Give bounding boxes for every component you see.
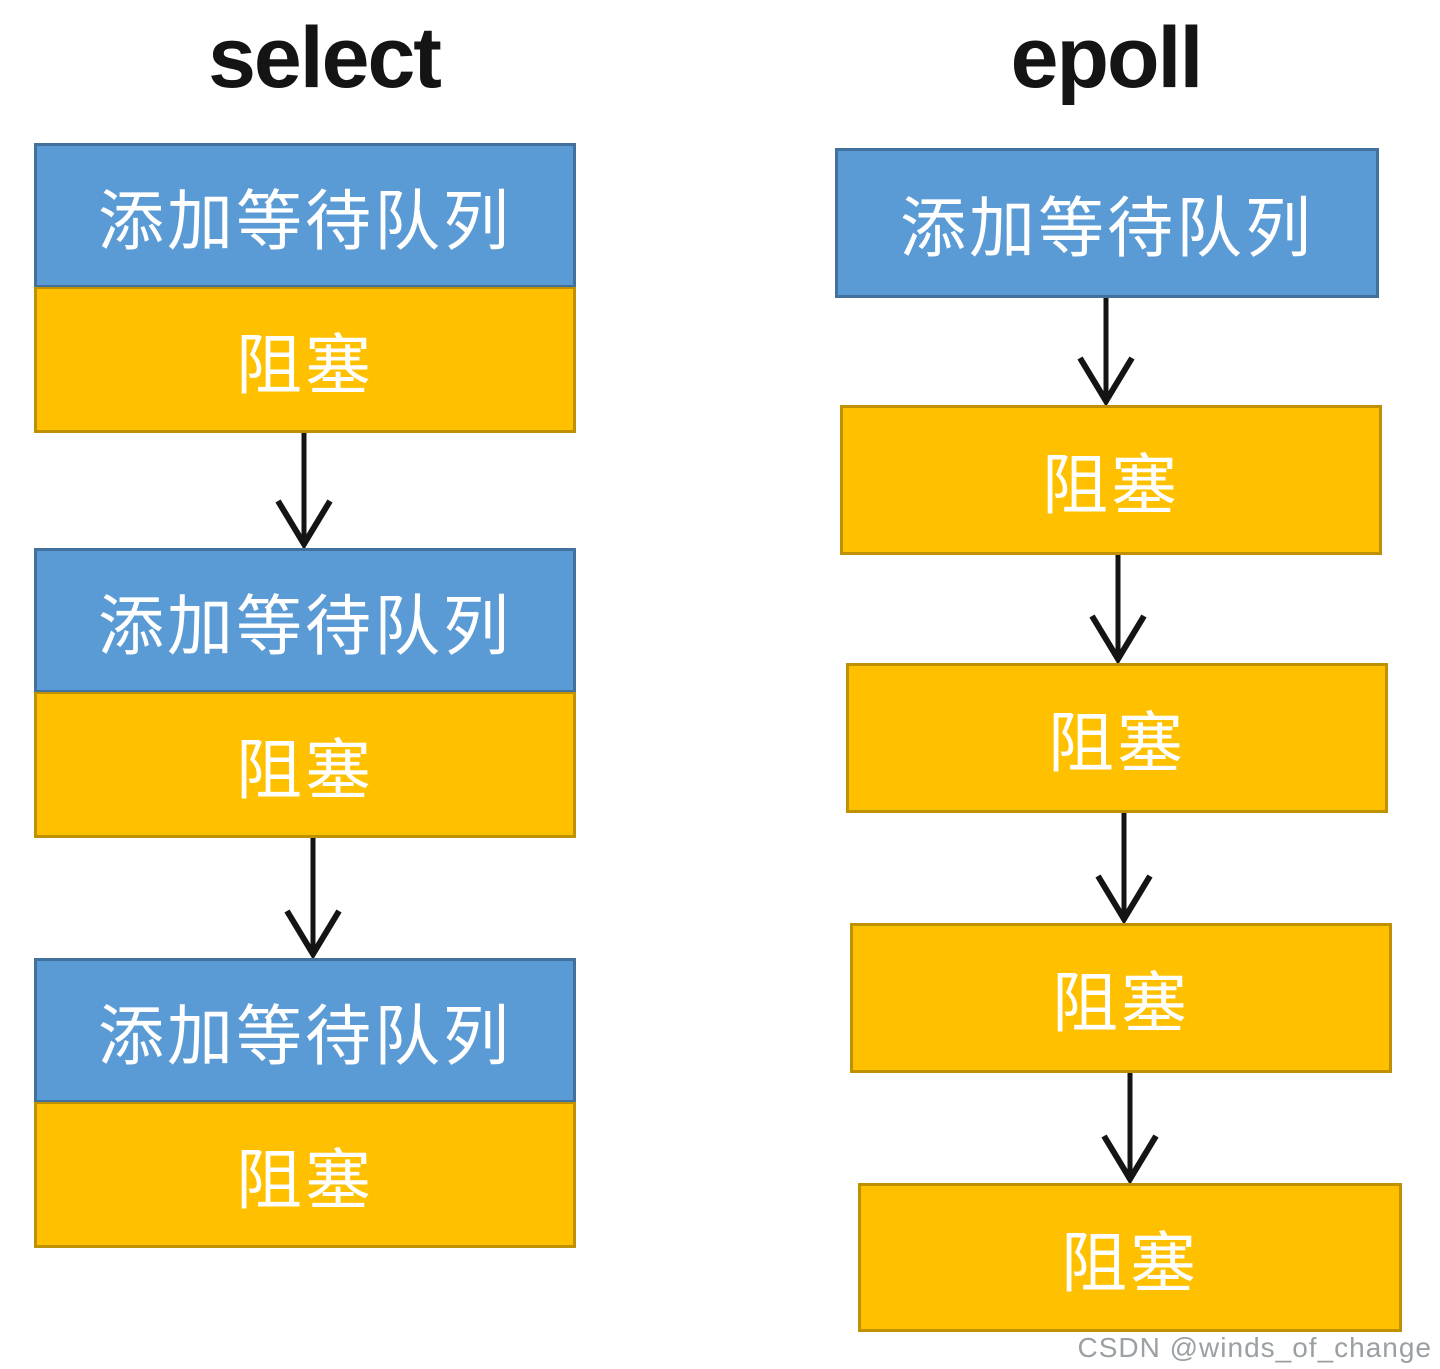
select-add-wait-queue-box-1: 添加等待队列 — [34, 143, 576, 287]
box-label: 添加等待队列 — [98, 998, 512, 1073]
box-label: 阻塞 — [1048, 706, 1186, 780]
epoll-block-box-3: 阻塞 — [850, 923, 1392, 1073]
box-label: 阻塞 — [1042, 448, 1180, 522]
arrow-down-icon — [1086, 555, 1150, 663]
select-block-box-2: 阻塞 — [34, 692, 576, 838]
select-add-wait-queue-box-2: 添加等待队列 — [34, 548, 576, 692]
box-label: 阻塞 — [236, 732, 374, 807]
box-label: 添加等待队列 — [98, 183, 512, 258]
arrow-down-icon — [1092, 813, 1156, 923]
select-add-wait-queue-box-3: 添加等待队列 — [34, 958, 576, 1102]
box-label: 添加等待队列 — [900, 191, 1314, 265]
epoll-add-wait-queue-box: 添加等待队列 — [835, 148, 1379, 298]
arrow-down-icon — [1098, 1073, 1162, 1183]
epoll-block-box-2: 阻塞 — [846, 663, 1388, 813]
csdn-watermark: CSDN @winds_of_change — [1077, 1332, 1432, 1363]
epoll-column-title: epoll — [1010, 10, 1204, 106]
select-column-title: select — [208, 10, 442, 106]
arrow-down-icon — [281, 838, 345, 958]
box-label: 添加等待队列 — [98, 588, 512, 663]
epoll-block-box-1: 阻塞 — [840, 405, 1382, 555]
select-block-box-1: 阻塞 — [34, 287, 576, 433]
box-label: 阻塞 — [236, 1142, 374, 1217]
arrow-down-icon — [272, 433, 336, 548]
box-label: 阻塞 — [236, 327, 374, 402]
select-block-box-3: 阻塞 — [34, 1102, 576, 1248]
box-label: 阻塞 — [1061, 1225, 1199, 1300]
arrow-down-icon — [1074, 298, 1138, 405]
epoll-block-box-4: 阻塞 — [858, 1183, 1402, 1332]
box-label: 阻塞 — [1052, 966, 1190, 1040]
